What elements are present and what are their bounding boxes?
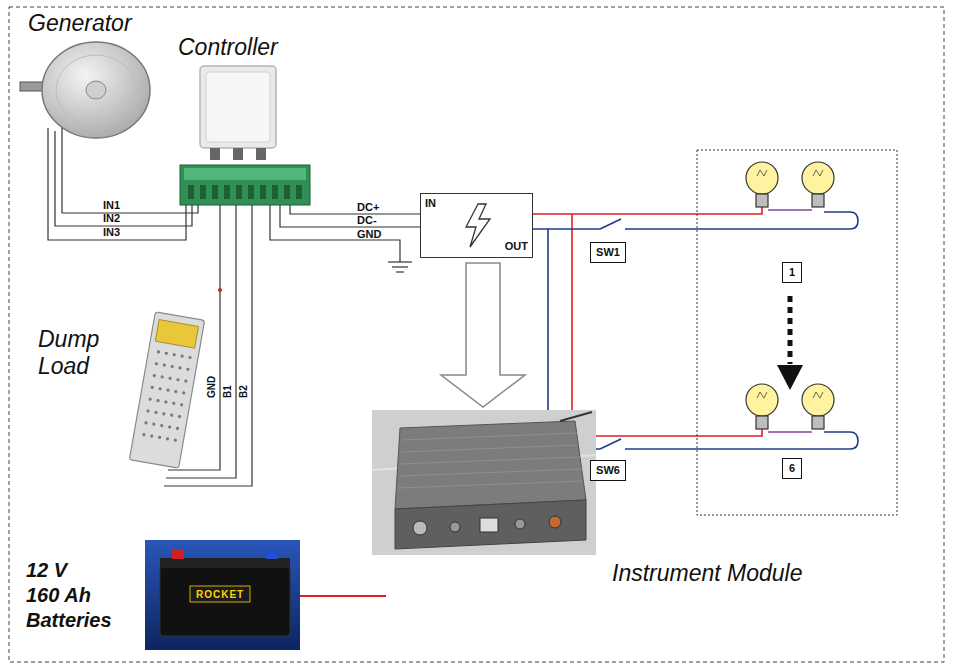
callout-number: 1	[782, 262, 802, 283]
controller-illustration	[200, 66, 276, 160]
part-label: Generator	[28, 10, 132, 37]
switch-label: SW1	[590, 242, 626, 263]
box-text: SW1	[596, 246, 620, 259]
dump-load-wires	[164, 205, 252, 486]
signal-name: IN1	[103, 199, 120, 211]
battery-photo	[145, 540, 300, 650]
signal-name: B2	[238, 385, 250, 398]
port-label: OUT	[505, 240, 528, 252]
box-text: SW6	[596, 464, 620, 477]
signal-name: DC+	[357, 201, 379, 213]
part-label: Controller	[178, 34, 278, 61]
box-text: 6	[788, 462, 796, 475]
part-label: Dump Load	[38, 326, 128, 380]
brand-text: ROCKET	[196, 589, 244, 601]
flow-arrow	[441, 263, 525, 407]
battery-lead	[300, 595, 386, 597]
signal-name: IN2	[103, 212, 120, 224]
callout-number: 6	[782, 458, 802, 479]
instrument-module-photo	[372, 410, 596, 555]
part-label: 12 V 160 Ah Batteries	[26, 558, 104, 633]
box-text: 1	[788, 266, 796, 279]
dump-load-illustration	[129, 312, 204, 468]
port-label: IN	[425, 197, 436, 209]
generator-illustration	[20, 42, 150, 138]
generator-wires	[48, 128, 198, 240]
part-label: Instrument Module	[612, 560, 802, 587]
signal-name: DC-	[357, 214, 377, 226]
outer-frame	[9, 7, 944, 662]
dc-wires	[270, 205, 420, 272]
lamp-group	[697, 150, 897, 515]
terminal-block	[180, 165, 310, 205]
signal-name: GND	[206, 376, 218, 398]
signal-name: GND	[357, 228, 381, 240]
signal-name: IN3	[103, 226, 120, 238]
switch-label: SW6	[590, 460, 626, 481]
surge-protector-box: IN OUT	[420, 193, 533, 258]
surge-protector-body	[420, 193, 533, 258]
signal-name: B1	[222, 385, 234, 398]
